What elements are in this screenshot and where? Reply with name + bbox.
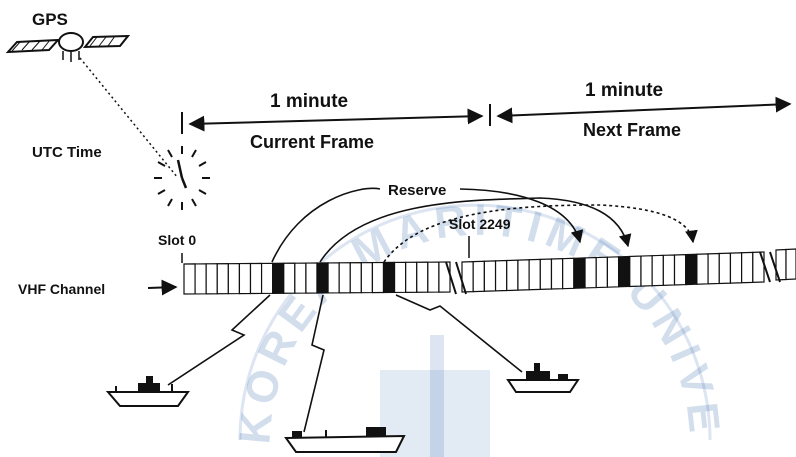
slot-cell <box>507 260 518 290</box>
slot-cell <box>395 262 406 292</box>
slot-cell <box>239 264 250 294</box>
next-frame-arrow <box>498 104 790 116</box>
slot-cell <box>563 258 574 288</box>
slot-cell <box>184 264 195 294</box>
slot-cell <box>473 261 484 291</box>
slot-cell <box>641 256 652 286</box>
slot-cell <box>417 262 428 292</box>
reserve-label: Reserve <box>388 182 446 199</box>
slot-cell <box>529 259 540 289</box>
slot-cell <box>518 260 529 290</box>
slot-cell <box>295 263 306 293</box>
slot-cell <box>251 263 262 293</box>
reserved-slot <box>619 256 630 286</box>
slot-cell <box>339 263 350 293</box>
next-frame-label: Next Frame <box>583 120 681 140</box>
slot-cell <box>496 261 507 291</box>
slot-cell <box>708 253 719 283</box>
slot-cell <box>406 262 417 292</box>
reserved-slot <box>574 258 585 288</box>
vhf-channel-label: VHF Channel <box>18 281 105 297</box>
slot-cell <box>428 262 439 292</box>
slot-cell <box>596 257 607 287</box>
slot-cell <box>540 259 551 289</box>
gps-satellite-icon <box>8 33 128 62</box>
slot-cell <box>630 256 641 286</box>
slot-cell <box>585 258 596 288</box>
slot-cell <box>730 253 741 283</box>
vhf-arrow <box>148 287 176 288</box>
slot-cell <box>217 264 228 294</box>
slot-cell <box>719 253 730 283</box>
reserved-slot <box>384 262 395 292</box>
slot-cell <box>607 257 618 287</box>
slot-cell <box>328 263 339 293</box>
reserved-slot <box>273 263 284 293</box>
slot-cell <box>361 263 372 293</box>
slot-cell <box>206 264 217 294</box>
slot-0-label: Slot 0 <box>158 232 196 248</box>
slot-cell <box>350 263 361 293</box>
slot-cell <box>262 263 273 293</box>
slot-cell <box>742 252 753 282</box>
slot-cell <box>663 255 674 285</box>
slot-cell <box>306 263 317 293</box>
slot-2249-label: Slot 2249 <box>449 216 511 232</box>
ship-icon <box>508 363 578 392</box>
slot-cell <box>697 254 708 284</box>
current-frame-label: Current Frame <box>250 132 374 152</box>
reserved-slot <box>686 254 697 284</box>
current-duration-label: 1 minute <box>270 91 348 112</box>
gps-label: GPS <box>32 10 68 29</box>
utc-time-label: UTC Time <box>32 144 102 161</box>
slot-cell <box>484 261 495 291</box>
slot-cell <box>675 255 686 285</box>
slot-cell <box>284 263 295 293</box>
watermark-text: KOREA MARITIME UNIVERSITY <box>0 0 729 446</box>
slot-cell <box>786 249 796 280</box>
slot-cell <box>228 264 239 294</box>
reserved-slot <box>317 263 328 293</box>
slot-cell <box>551 259 562 289</box>
slot-cell <box>652 255 663 285</box>
next-duration-label: 1 minute <box>585 80 663 101</box>
current-frame-arrow <box>190 116 482 124</box>
slot-cell <box>195 264 206 294</box>
clock-icon <box>154 146 210 210</box>
slot-cell <box>372 263 383 293</box>
